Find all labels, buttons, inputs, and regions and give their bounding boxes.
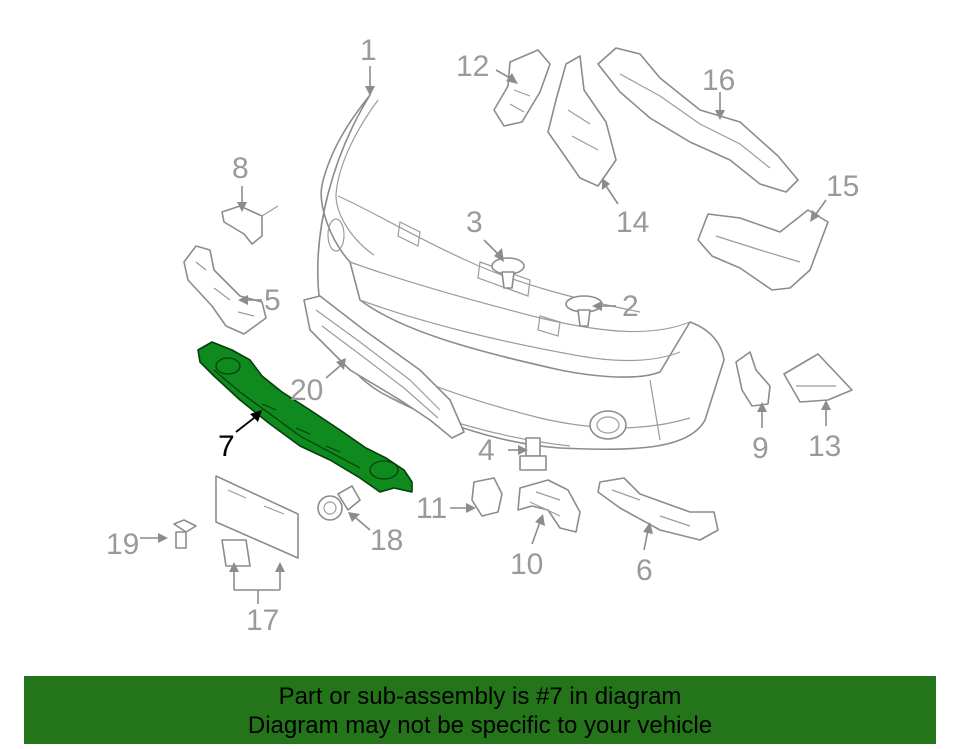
part-8-bracket[interactable] [221, 205, 279, 245]
part-15-cover[interactable] [697, 209, 829, 291]
part-9-bracket[interactable] [735, 351, 771, 407]
callout-3: 3 [466, 206, 483, 239]
callout-labels: 1 2 3 4 5 6 7 8 9 10 11 12 13 14 15 16 1… [106, 34, 859, 637]
callout-4: 4 [478, 434, 495, 467]
callout-13: 13 [808, 430, 841, 463]
callout-6: 6 [636, 554, 653, 587]
part-11-cover[interactable] [471, 477, 503, 517]
banner-line-2: Diagram may not be specific to your vehi… [247, 712, 713, 739]
callout-20: 20 [290, 374, 323, 407]
part-16-reinforcement[interactable] [597, 47, 799, 193]
callout-11: 11 [416, 492, 447, 525]
part-17-license-bracket[interactable] [215, 475, 299, 567]
callout-9: 9 [752, 432, 769, 465]
callout-18: 18 [370, 524, 403, 557]
parts-diagram: 1 2 3 4 5 6 7 8 9 10 11 12 13 14 15 16 1… [106, 34, 859, 637]
part-19-screw[interactable] [173, 519, 197, 549]
part-2-clip[interactable] [565, 295, 603, 327]
part-7-reinforcement-highlighted[interactable] [197, 341, 413, 493]
part-14-bracket[interactable] [547, 55, 617, 187]
banner-line-1: Part or sub-assembly is #7 in diagram [278, 683, 682, 710]
callout-17: 17 [246, 604, 279, 637]
part-10-bracket[interactable] [517, 479, 581, 533]
callout-16: 16 [702, 64, 735, 97]
part-12-bracket[interactable] [493, 49, 551, 127]
callout-15: 15 [826, 170, 859, 203]
part-18-retainer[interactable] [317, 485, 361, 521]
callout-14: 14 [616, 206, 649, 239]
part-3-clip[interactable] [491, 257, 525, 289]
callout-7: 7 [218, 430, 235, 463]
part-13-bracket[interactable] [783, 353, 853, 403]
leader-arrows [140, 66, 831, 604]
part-1-bumper-cover[interactable] [317, 94, 725, 451]
part-6-bracket[interactable] [597, 477, 719, 541]
callout-5: 5 [264, 284, 281, 317]
info-banner: Part or sub-assembly is #7 in diagram Di… [24, 676, 936, 744]
callout-10: 10 [510, 548, 543, 581]
callout-2: 2 [622, 290, 639, 323]
part-5-bracket[interactable] [183, 245, 267, 335]
callout-12: 12 [456, 50, 489, 83]
callout-8: 8 [232, 152, 249, 185]
callout-19: 19 [106, 528, 139, 561]
callout-1: 1 [360, 34, 377, 67]
